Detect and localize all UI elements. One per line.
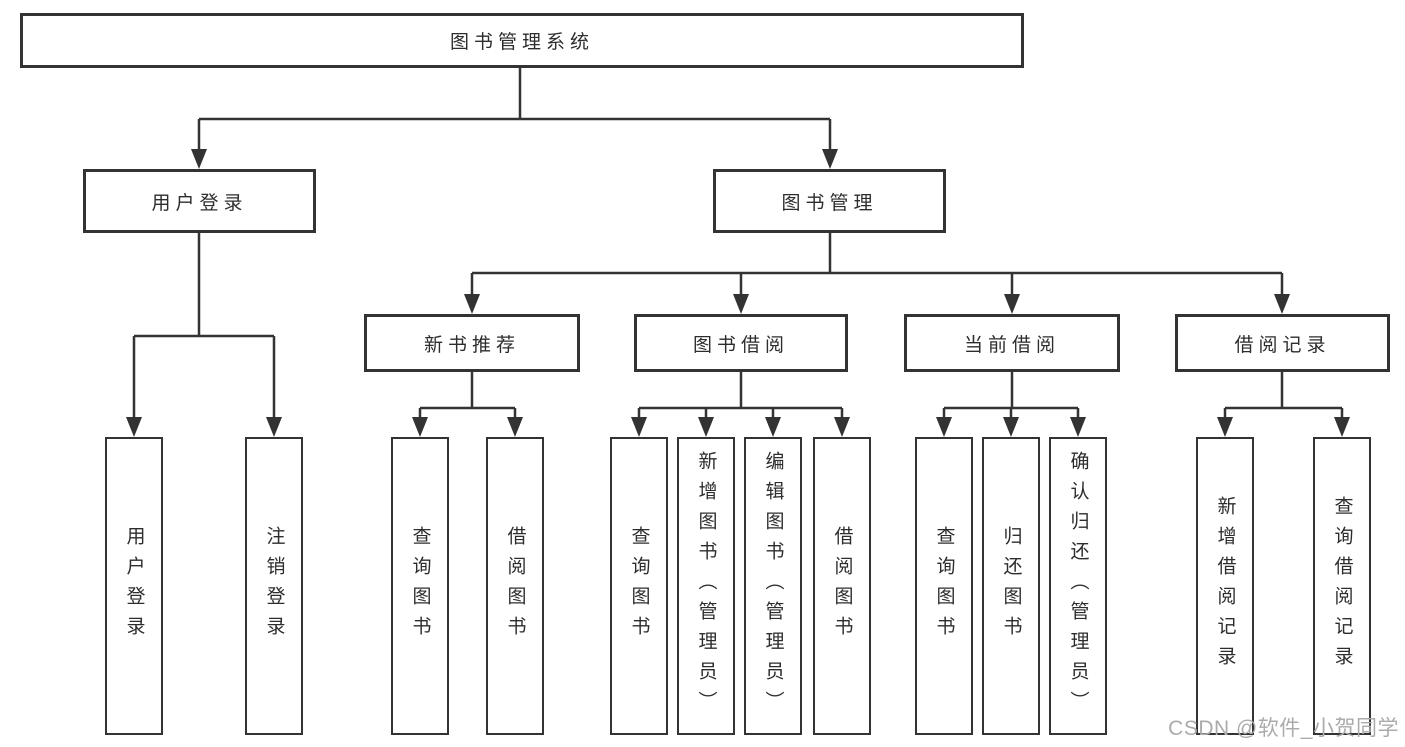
leaf-add-borrow-record: 新增借阅记录 <box>1196 437 1254 735</box>
node-user-login-branch: 用户登录 <box>83 169 316 233</box>
node-new-book-recommend: 新书推荐 <box>364 314 580 372</box>
leaf-confirm-return-admin: 确认归还（管理员） <box>1049 437 1107 735</box>
leaf-user-login: 用户登录 <box>105 437 163 735</box>
leaf-add-book-admin: 新增图书（管理员） <box>677 437 735 735</box>
watermark: CSDN @软件_小贺同学 <box>1168 717 1399 740</box>
leaf-query-books-borrow: 查询图书 <box>610 437 668 735</box>
node-root: 图书管理系统 <box>20 13 1024 68</box>
leaf-borrow-books-recommend: 借阅图书 <box>486 437 544 735</box>
node-current-borrow: 当前借阅 <box>904 314 1120 372</box>
node-book-borrow: 图书借阅 <box>634 314 848 372</box>
leaf-edit-book-admin: 编辑图书（管理员） <box>744 437 802 735</box>
leaf-logout: 注销登录 <box>245 437 303 735</box>
arrowheads <box>126 149 1350 437</box>
leaf-borrow-books: 借阅图书 <box>813 437 871 735</box>
leaf-query-books-current: 查询图书 <box>915 437 973 735</box>
leaf-return-book: 归还图书 <box>982 437 1040 735</box>
node-book-management: 图书管理 <box>713 169 946 233</box>
leaf-query-books-recommend: 查询图书 <box>391 437 449 735</box>
leaf-query-borrow-record: 查询借阅记录 <box>1313 437 1371 735</box>
node-borrow-records: 借阅记录 <box>1175 314 1390 372</box>
